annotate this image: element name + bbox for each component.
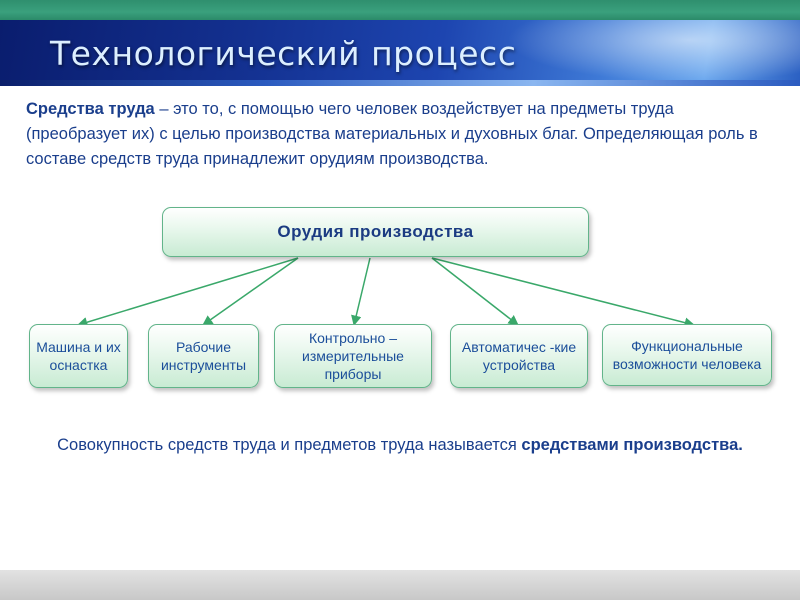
child-node-machines: Машина и их оснастка — [29, 324, 128, 388]
intro-text: – это то, с помощью чего человек воздейс… — [26, 100, 758, 168]
intro-term: Средства труда — [26, 100, 155, 118]
arrow-to-child-1 — [76, 257, 299, 328]
child-node-tools: Рабочие инструменты — [148, 324, 259, 388]
intro-paragraph: Средства труда – это то, с помощью чего … — [26, 97, 766, 172]
bottom-stripe — [0, 570, 800, 600]
child-node-automatic-devices: Автоматичес -кие устройства — [450, 324, 588, 388]
slide-title: Технологический процесс — [50, 34, 517, 73]
arrow-to-child-2 — [202, 257, 299, 326]
child-node-instruments: Контрольно – измерительные приборы — [274, 324, 432, 388]
summary-term: средствами производства. — [521, 436, 743, 454]
arrow-to-child-4 — [431, 257, 519, 326]
arrow-to-child-3 — [351, 257, 371, 327]
header-band — [0, 20, 800, 86]
root-node: Орудия производства — [162, 207, 589, 257]
top-stripe — [0, 0, 800, 20]
child-node-human-capabilities: Функциональные возможности человека — [602, 324, 772, 386]
arrow-to-child-5 — [431, 257, 696, 328]
summary-paragraph: Совокупность средств труда и предметов т… — [40, 433, 760, 458]
summary-text: Совокупность средств труда и предметов т… — [57, 436, 522, 454]
